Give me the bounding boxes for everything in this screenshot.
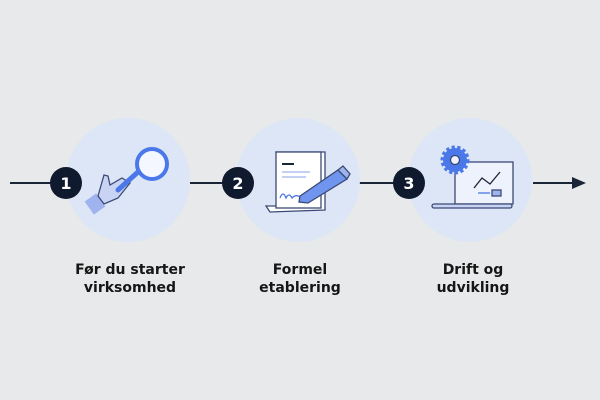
magnifier-hand-icon [84,147,169,215]
label-line: Formel [272,262,328,278]
step-1-number: 1 [60,174,71,193]
label-line: Før du starter [75,262,185,278]
step-3-badge: 3 [393,167,425,199]
label-line: etablering [259,280,341,296]
step-1-badge: 1 [50,167,82,199]
laptop-gear-chart-icon [431,145,514,209]
label-line: Drift og [442,262,504,278]
label-line: virksomhed [83,280,177,296]
step-2-number: 2 [232,174,243,193]
step-2-badge: 2 [222,167,254,199]
step-1-label: Før du starter virksomhed [50,261,210,297]
arrow-head-icon [572,177,586,189]
step-3-label: Drift og udvikling [393,261,553,297]
document-signing-icon [264,151,351,213]
step-3-number: 3 [403,174,414,193]
label-line: udvikling [436,280,510,296]
step-2-label: Formel etablering [220,261,380,297]
